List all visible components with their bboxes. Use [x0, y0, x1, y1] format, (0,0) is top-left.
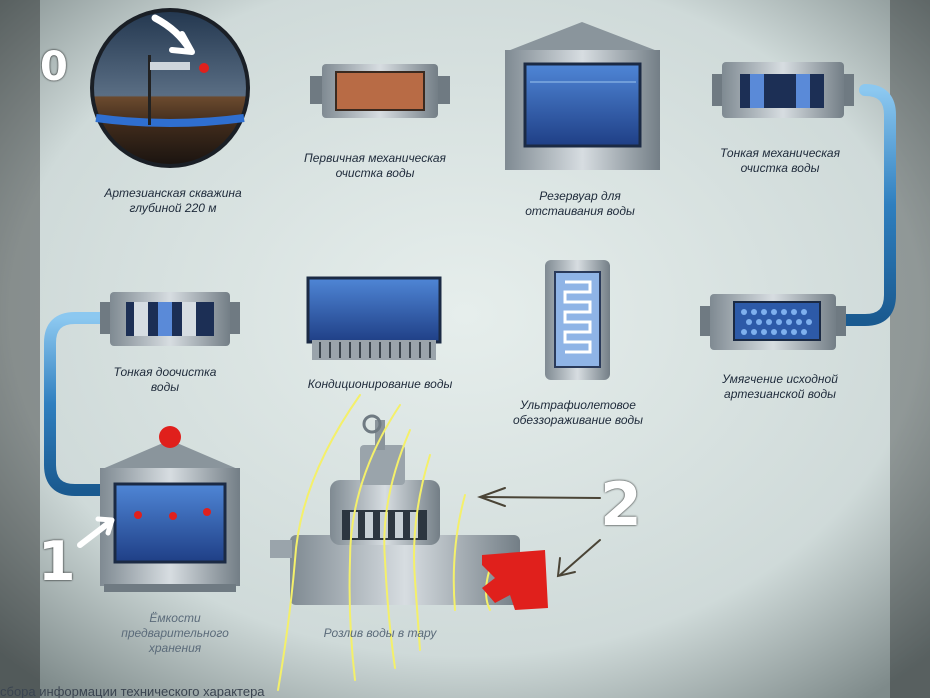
label-uv: Ультрафиолетовое обеззораживание воды	[512, 398, 644, 427]
label-storage: Ёмкости предварительного хранения	[121, 611, 229, 655]
settling-reservoir	[505, 22, 660, 170]
uv-disinfection-unit	[545, 260, 610, 380]
footer-caption: сбора информации технического характера	[0, 684, 265, 698]
red-annotations	[134, 426, 548, 610]
primary-filter	[310, 64, 450, 118]
label-fine-post: Тонкая доочистка воды	[113, 365, 217, 394]
label-softening: Умягчение исходной артезианской воды	[722, 372, 838, 401]
mark-two: 2	[600, 470, 642, 540]
conditioning-tank	[306, 276, 442, 360]
label-primary-filter: Первичная механическая очистка воды	[304, 151, 446, 180]
softening-filter	[700, 294, 846, 350]
label-fine-mechanical: Тонкая механическая очистка воды	[720, 146, 840, 175]
storage-tank	[100, 440, 240, 592]
white-annotations	[77, 14, 195, 548]
label-well: Артезианская скважина глубиной 220 м	[104, 186, 242, 215]
label-reservoir: Резервуар для отстаивания воды	[525, 189, 635, 218]
mark-one: 1	[38, 530, 76, 593]
artesian-well	[90, 8, 250, 168]
yellow-annotation-strokes	[277, 394, 496, 691]
label-conditioning: Кондиционирование воды	[307, 377, 453, 391]
mark-zero: 0	[40, 44, 68, 90]
fine-post-filter	[100, 292, 240, 346]
label-bottling: Розлив воды в тару	[323, 626, 437, 640]
fine-mechanical-filter	[712, 62, 854, 118]
dark-arrows	[477, 487, 601, 578]
